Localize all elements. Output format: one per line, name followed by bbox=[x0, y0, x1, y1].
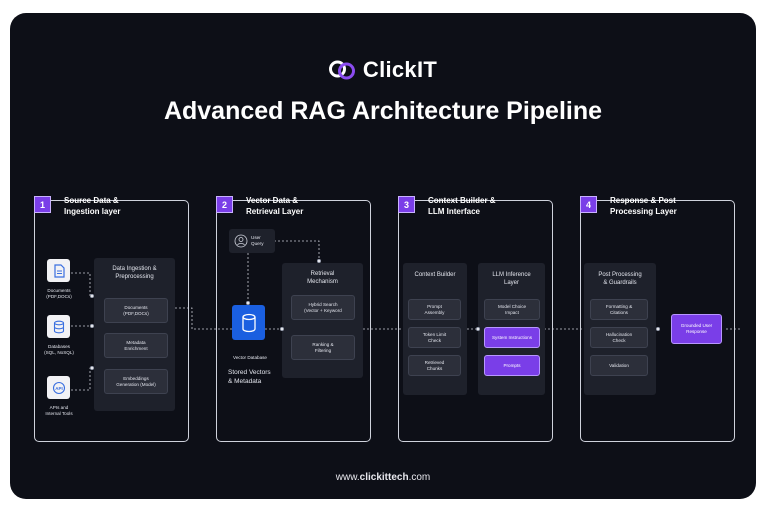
user-icon bbox=[234, 234, 248, 248]
stage-4-title: Response & Post Processing Layer bbox=[610, 196, 677, 216]
ingestion-item: Documents (PDF,DOCs) bbox=[104, 298, 168, 323]
context-builder-item: Prompt Assembly bbox=[408, 299, 461, 320]
llm-inference-item: Prompts bbox=[484, 355, 540, 376]
stage-4-frame bbox=[580, 200, 735, 442]
retrieval-panel: Retrieval Mechanism bbox=[282, 263, 363, 378]
post-processing-item: Validation bbox=[590, 355, 648, 376]
brand-name: ClickIT bbox=[362, 57, 438, 82]
vector-database-label: Vector Database bbox=[233, 355, 267, 360]
link-icon bbox=[328, 60, 355, 80]
footer-suffix: .com bbox=[408, 472, 431, 483]
footer-url[interactable]: www.clickittech.com bbox=[10, 472, 756, 483]
svg-text:API: API bbox=[55, 386, 63, 391]
vector-database-caption: Stored Vectors & Metadata bbox=[228, 369, 271, 385]
source-documents bbox=[47, 259, 70, 282]
footer-prefix: www. bbox=[335, 472, 360, 483]
source-documents-label: Documents (PDF,DOCs) bbox=[46, 288, 72, 299]
stage-1-frame bbox=[34, 200, 189, 442]
context-builder-title: Context Builder bbox=[414, 272, 456, 278]
stage-3-number: 3 bbox=[398, 196, 415, 213]
diagram-card: ClickIT Advanced RAG Architecture Pipeli… bbox=[10, 13, 756, 499]
connector-dot bbox=[90, 294, 94, 298]
user-query-label: User Query bbox=[251, 235, 264, 246]
database-icon bbox=[53, 320, 64, 333]
llm-inference-item: System Instructions bbox=[484, 327, 540, 348]
source-databases-label: Databases (SQL, NoSQL) bbox=[44, 344, 74, 355]
post-processing-item: Hallucination Check bbox=[590, 327, 648, 348]
ingestion-item: Metadata Enrichment bbox=[104, 333, 168, 358]
brand-logo: ClickIT bbox=[10, 57, 756, 83]
stage-2-title: Vector Data & Retrieval Layer bbox=[246, 196, 304, 216]
ingestion-item: Embeddings Generation (Model) bbox=[104, 369, 168, 394]
stage-1-number: 1 bbox=[34, 196, 51, 213]
post-processing-item: Formatting & Citations bbox=[590, 299, 648, 320]
retrieval-title: Retrieval Mechanism bbox=[307, 271, 338, 285]
connector-dot bbox=[246, 301, 250, 305]
stage-1-title: Source Data & Ingestion layer bbox=[64, 196, 121, 216]
ingestion-title: Data Ingestion & Preprocessing bbox=[112, 266, 157, 280]
stage-3-title: Context Builder & LLM Interface bbox=[428, 196, 496, 216]
user-query: User Query bbox=[229, 229, 275, 253]
footer-domain: clickittech bbox=[359, 472, 409, 483]
database-icon bbox=[241, 313, 256, 332]
context-builder-item: Token Limit Check bbox=[408, 327, 461, 348]
llm-inference-title: LLM Inference Layer bbox=[492, 272, 531, 286]
connector-dot bbox=[90, 366, 94, 370]
retrieval-item: Hybrid Search (Vector + Keyword bbox=[291, 295, 355, 320]
source-apis: API bbox=[47, 376, 70, 399]
stage-2-frame bbox=[216, 200, 371, 442]
connector-dot bbox=[476, 327, 480, 331]
api-icon: API bbox=[52, 381, 65, 394]
connector-dot bbox=[280, 327, 284, 331]
document-icon bbox=[53, 263, 65, 278]
stage-4-number: 4 bbox=[580, 196, 597, 213]
connector-dot bbox=[317, 259, 321, 263]
source-apis-label: APIs and Internal Tools bbox=[45, 405, 73, 416]
connector-dot bbox=[656, 327, 660, 331]
grounded-response: Grounded User Response bbox=[671, 314, 722, 344]
context-builder-item: Retrieved Chunks bbox=[408, 355, 461, 376]
stage-2-number: 2 bbox=[216, 196, 233, 213]
stage-3-frame bbox=[398, 200, 553, 442]
retrieval-item: Ranking & Filtering bbox=[291, 335, 355, 360]
vector-database bbox=[232, 305, 265, 340]
page-title: Advanced RAG Architecture Pipeline bbox=[163, 97, 603, 125]
post-processing-title: Post Processing & Guardrails bbox=[598, 272, 642, 286]
source-databases bbox=[47, 315, 70, 338]
llm-inference-item: Model Choice Impact bbox=[484, 299, 540, 320]
connector-dot bbox=[90, 324, 94, 328]
